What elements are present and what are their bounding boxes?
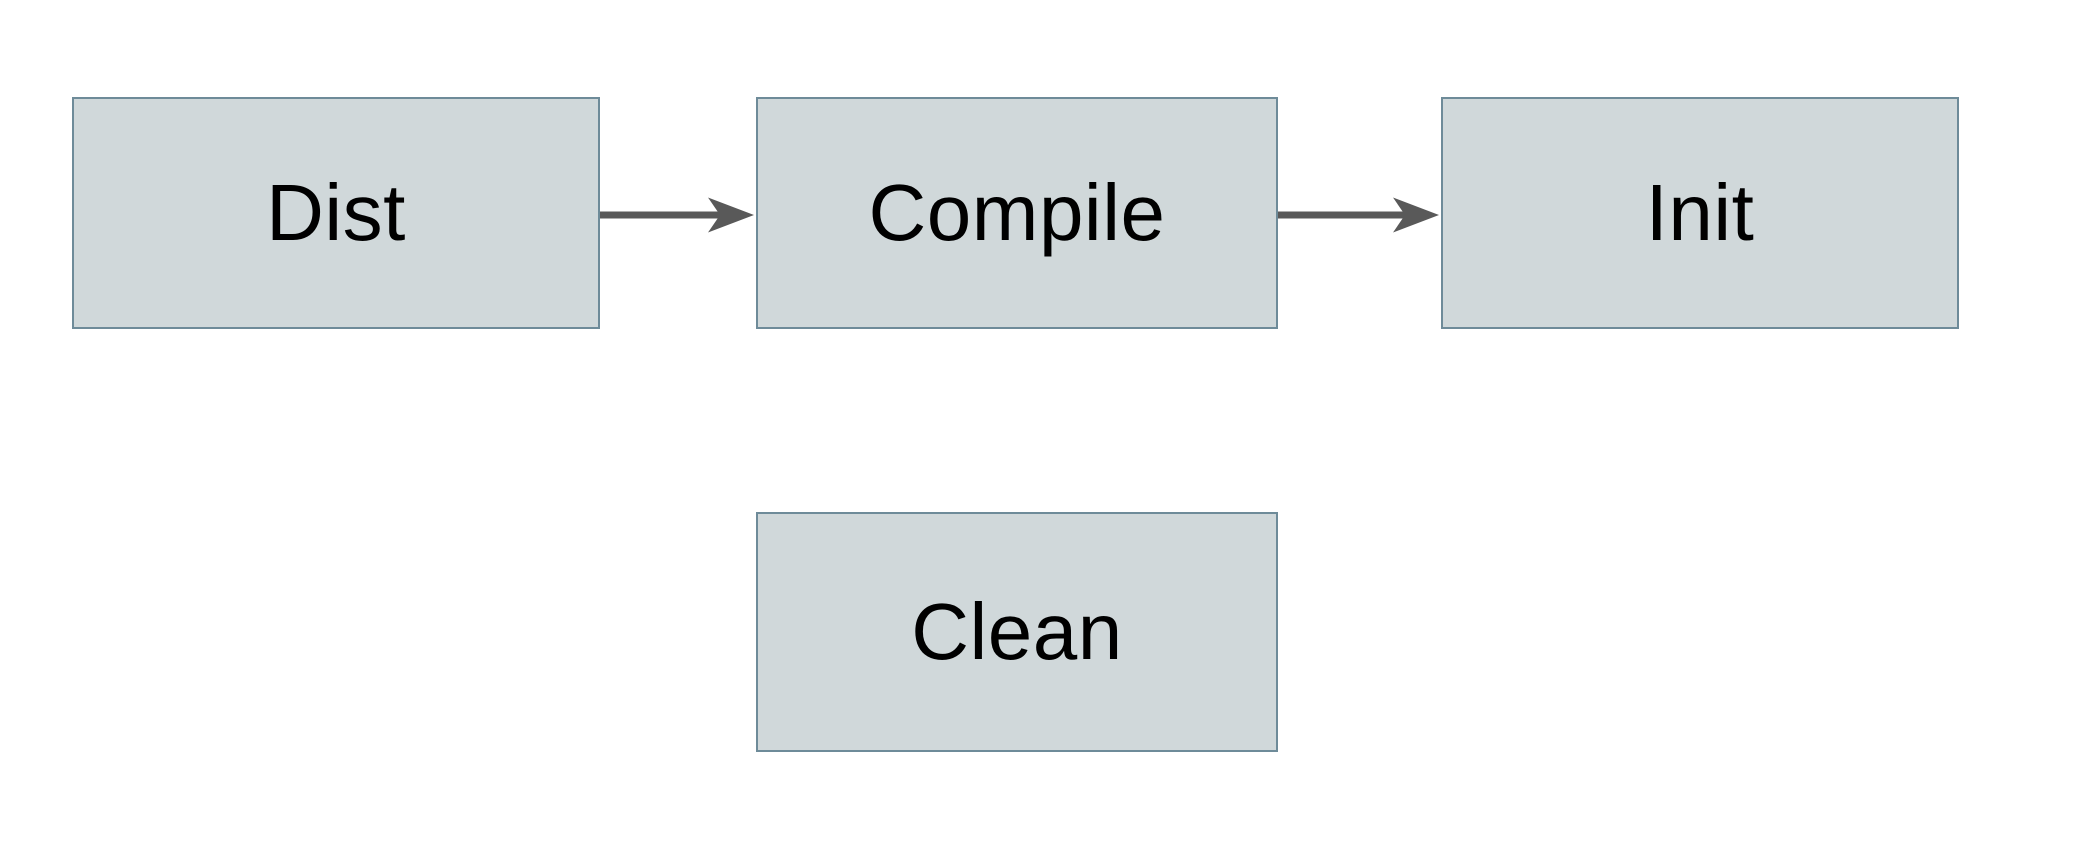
- node-dist-label: Dist: [266, 168, 406, 257]
- arrow-shaft: [600, 211, 722, 219]
- node-compile[interactable]: Compile: [756, 97, 1278, 329]
- node-dist[interactable]: Dist: [72, 97, 600, 329]
- node-init-label: Init: [1645, 168, 1755, 257]
- connector-arrow-dist-to-compile: [600, 197, 754, 233]
- node-init[interactable]: Init: [1441, 97, 1959, 329]
- node-clean-label: Clean: [911, 587, 1123, 676]
- arrow-right-icon: [1393, 197, 1439, 233]
- arrow-shaft: [1278, 211, 1407, 219]
- arrow-right-icon: [708, 197, 754, 233]
- node-clean[interactable]: Clean: [756, 512, 1278, 752]
- node-compile-label: Compile: [868, 168, 1166, 257]
- connector-arrow-compile-to-init: [1278, 197, 1439, 233]
